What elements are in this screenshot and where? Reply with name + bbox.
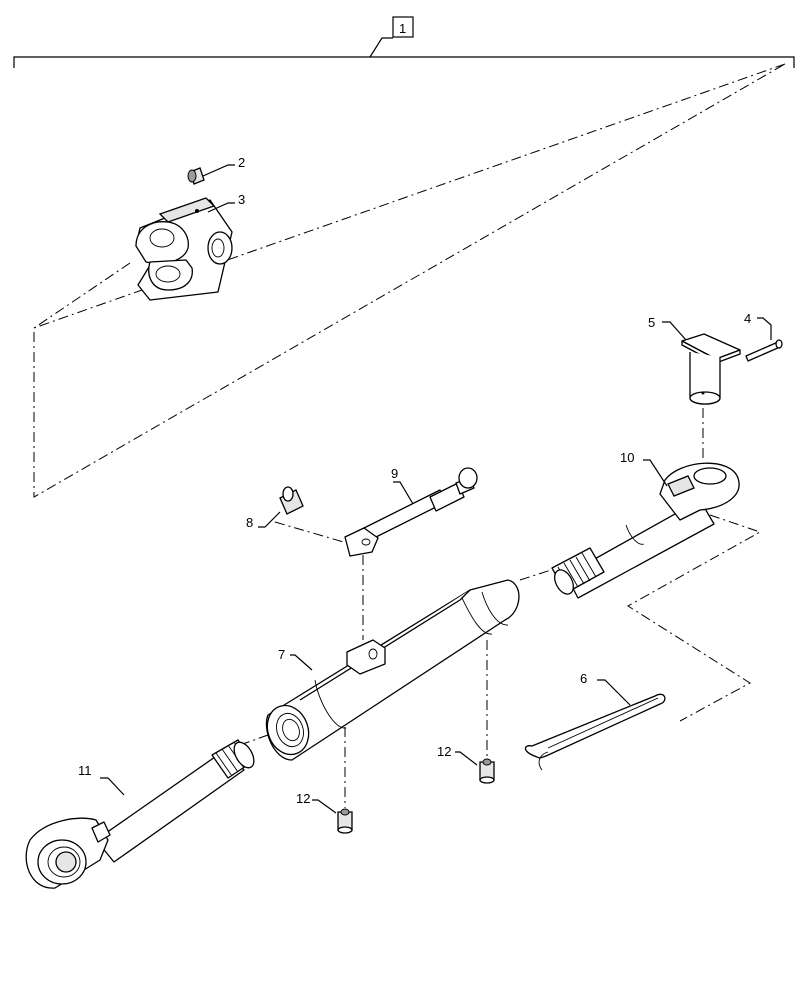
pin-icon <box>745 317 783 362</box>
callout-6: 6 <box>580 671 587 686</box>
clevis-pin-icon <box>662 321 741 405</box>
callout-7: 7 <box>278 647 285 662</box>
callout-3: 3 <box>238 192 245 207</box>
handle-icon <box>344 467 478 557</box>
threaded-rod-ball-eye-icon <box>25 739 255 889</box>
callout-12b: 12 <box>296 791 310 806</box>
callout-4: 4 <box>744 311 751 326</box>
callout-9: 9 <box>391 466 398 481</box>
grease-fitting-icon <box>455 751 495 784</box>
callout-8: 8 <box>246 515 253 530</box>
grease-fitting-icon <box>312 799 353 834</box>
callout-2: 2 <box>238 155 245 170</box>
barrel-tube-icon <box>265 579 520 761</box>
callout-1: 1 <box>399 21 406 36</box>
spring-clip-icon <box>524 679 666 771</box>
callout-12a: 12 <box>437 744 451 759</box>
callout-11: 11 <box>78 763 92 778</box>
roll-pin-icon <box>258 486 304 528</box>
callout-5: 5 <box>648 315 655 330</box>
clevis-yoke-icon <box>135 197 235 301</box>
assembly-bracket <box>13 16 795 68</box>
threaded-rod-eye-icon <box>551 459 740 599</box>
callout-10: 10 <box>620 450 634 465</box>
phantom-lines <box>33 63 786 808</box>
grease-fitting-icon <box>187 164 235 185</box>
